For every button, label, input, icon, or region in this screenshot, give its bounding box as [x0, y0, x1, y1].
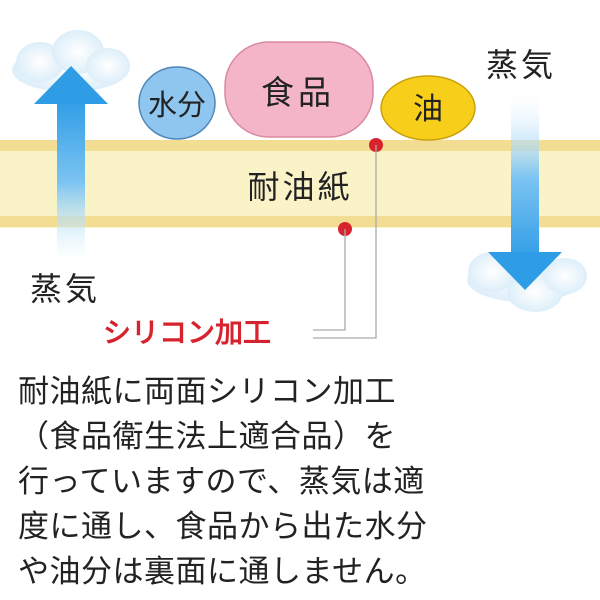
paper-band — [0, 140, 600, 228]
steam-right-label: 蒸気 — [486, 46, 556, 84]
food-label: 食品 — [261, 73, 335, 112]
paper-label: 耐油紙 — [247, 168, 352, 206]
leader-line-bottom — [313, 229, 346, 331]
description: 耐油紙に両面シリコン加工 （食品衛生法上適合品）を 行っていますので、蒸気は適 … — [18, 370, 593, 595]
moisture-label: 水分 — [148, 88, 206, 122]
silicone-label: シリコン加工 — [103, 316, 271, 349]
description-line: 行っていますので、蒸気は適 — [18, 464, 425, 500]
paper-bottom-edge — [0, 216, 600, 227]
arrow-up-icon — [34, 66, 108, 265]
description-line: （食品衛生法上適合品）を — [18, 419, 396, 455]
steam-left-label: 蒸気 — [30, 270, 100, 308]
oil-ellipse — [380, 75, 476, 141]
oil-label: 油 — [413, 92, 443, 127]
paper-diagram: 水分 食品 油 耐油紙 蒸気 蒸気 シリコン加工 — [0, 30, 600, 349]
description-line: 耐油紙に両面シリコン加工 — [18, 374, 396, 410]
description-line: や油分は裏面に通しません。 — [18, 554, 427, 590]
description-line: 度に通し、食品から出た水分 — [18, 509, 428, 545]
arrow-down-icon — [488, 95, 562, 290]
leader-line-top — [313, 145, 377, 339]
paper-top-edge — [0, 140, 600, 151]
moisture-circle — [138, 66, 216, 140]
food-shape — [224, 41, 374, 138]
